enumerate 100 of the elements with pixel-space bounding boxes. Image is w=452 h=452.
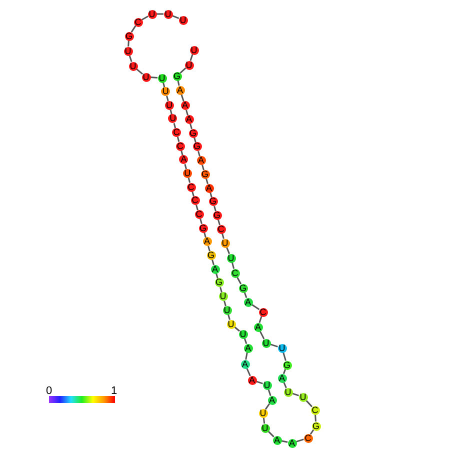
- backbone-line: [282, 368, 286, 374]
- nucleotide-circle: U: [182, 168, 192, 178]
- nucleotide-circle: A: [184, 115, 194, 124]
- nucleotide-circle: A: [268, 396, 276, 404]
- backbone-line: [228, 314, 230, 320]
- backbone-line: [190, 124, 192, 130]
- nucleotide-circle: C: [176, 142, 185, 151]
- nucleotide-circle: C: [258, 308, 268, 316]
- nucleotide-circle: A: [240, 360, 250, 368]
- backbone-line: [198, 151, 200, 156]
- backbone-line: [206, 178, 208, 184]
- nucleotide-circle: U: [164, 100, 174, 110]
- nucleotide-circle: G: [206, 251, 216, 260]
- nucleotide-circle: A: [210, 264, 220, 274]
- nucleotide-circle: A: [244, 298, 252, 306]
- nucleotide-circle: U: [164, 10, 172, 18]
- backbone-line: [202, 164, 204, 170]
- nucleotide-circle: U: [298, 392, 308, 402]
- nucleotide-circle: G: [200, 170, 210, 179]
- nucleotide-circle: U: [238, 330, 248, 338]
- backbone-line: [268, 430, 274, 438]
- nucleotide-circle: U: [128, 62, 138, 70]
- nucleotide-circle: U: [178, 16, 188, 24]
- nucleotide-circle: U: [190, 46, 198, 54]
- backbone-line: [264, 403, 270, 410]
- nucleotide-circle: A: [254, 322, 262, 332]
- nucleotide-circle: U: [184, 60, 194, 70]
- nucleotide-circle: G: [208, 197, 218, 206]
- backbone-line: [188, 178, 191, 183]
- nucleotide-circle: U: [226, 320, 236, 328]
- nucleotide-circle: A: [244, 344, 252, 352]
- scale-label: 0: [46, 385, 52, 397]
- nucleotide-circle: G: [238, 284, 248, 292]
- backbone-line: [128, 40, 130, 47]
- backbone-line: [306, 400, 312, 408]
- nucleotide-circle: A: [202, 237, 212, 246]
- backbone-line: [245, 352, 248, 360]
- backbone-line: [130, 25, 136, 33]
- nucleotide-circle: G: [198, 224, 208, 233]
- backbone-line: [314, 414, 316, 422]
- nucleotide-circle: G: [214, 278, 224, 288]
- nucleotide-circle: G: [192, 142, 202, 152]
- nucleotide-circle: C: [310, 406, 320, 414]
- backbone-line: [212, 260, 214, 266]
- nucleotide-circle: G: [312, 422, 320, 430]
- nucleotide-circle: A: [179, 155, 188, 164]
- nucleotide-circle: C: [230, 268, 240, 278]
- backbone-line: [296, 438, 304, 442]
- backbone-line: [220, 287, 222, 292]
- nucleotide-circle: A: [204, 184, 214, 193]
- nucleotide-circle: U: [218, 292, 228, 302]
- backbone-line: [214, 206, 216, 212]
- nucleotide-circle: C: [216, 224, 226, 234]
- nucleotide-circle: U: [220, 238, 230, 248]
- nucleotide-circle: U: [158, 74, 166, 82]
- nucleotide-circle: U: [284, 388, 292, 396]
- nucleotide-circle: U: [222, 306, 232, 315]
- backbone-line: [218, 220, 220, 226]
- backbone-line: [142, 16, 148, 20]
- nucleotide-circle: G: [188, 128, 198, 138]
- backbone-line: [176, 136, 180, 142]
- nucleotide-circle: U: [226, 254, 236, 262]
- backbone-line: [236, 276, 242, 284]
- nucleotide-circle: U: [124, 46, 132, 56]
- backbone-line: [200, 218, 202, 224]
- nucleotide-circle: U: [260, 424, 270, 432]
- backbone-line: [186, 110, 188, 116]
- nucleotide-circle: G: [282, 360, 292, 370]
- backbone-line: [282, 352, 286, 361]
- nucleotide-circle: C: [172, 128, 181, 137]
- nucleotide-circle: C: [190, 196, 200, 206]
- nucleotide-circle: C: [134, 18, 142, 26]
- nucleotide-circle: U: [142, 72, 150, 82]
- nucleotide-circle: A: [272, 436, 282, 444]
- backbone-line: [224, 300, 226, 306]
- nucleotide-circle: A: [196, 156, 206, 166]
- nucleotide-circle: A: [278, 374, 286, 382]
- nucleotide-circle: A: [176, 86, 184, 94]
- nucleotide-circle: G: [172, 72, 182, 80]
- backbone-line: [156, 13, 164, 15]
- nucleotide-circle: U: [168, 114, 178, 124]
- nucleotide-circle: G: [124, 32, 134, 40]
- backbone-line: [173, 123, 176, 128]
- backbone-line: [150, 76, 158, 78]
- nucleotide-circle: A: [180, 101, 190, 110]
- nucleotide-circle: C: [186, 182, 196, 192]
- nucleotide-circle: A: [288, 438, 296, 448]
- backbone-line: [251, 304, 260, 310]
- nucleotide-circle: C: [194, 210, 204, 219]
- backbone-line: [166, 96, 169, 102]
- nucleotide-circle: U: [278, 344, 286, 352]
- nucleotide-circle: U: [148, 10, 156, 18]
- nucleotide-circle: A: [248, 376, 256, 384]
- nucleotide-circle: C: [304, 434, 312, 442]
- nucleotide-circle: U: [262, 380, 272, 390]
- scale-label: 1: [111, 385, 118, 397]
- backbone-line: [208, 246, 210, 252]
- nucleotide-circle: U: [258, 408, 268, 418]
- backbone-line: [246, 368, 251, 376]
- backbone-line: [196, 204, 198, 210]
